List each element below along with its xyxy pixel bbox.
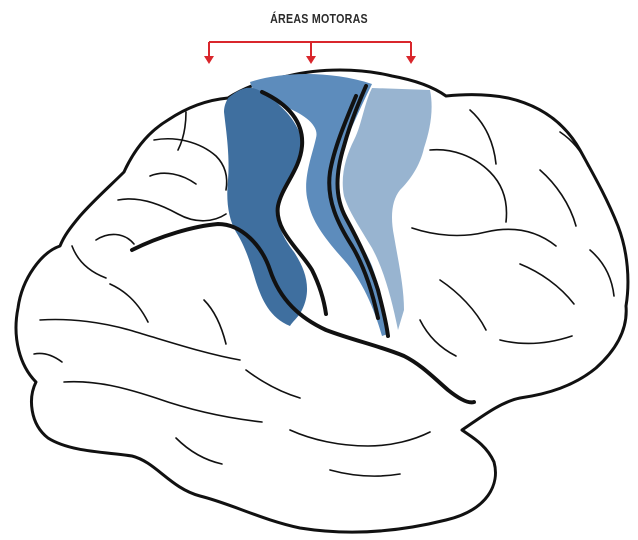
arrow-left-icon bbox=[204, 56, 214, 64]
motor-areas-bracket bbox=[204, 42, 416, 64]
arrow-middle-icon bbox=[306, 56, 316, 64]
arrow-right-icon bbox=[406, 56, 416, 64]
